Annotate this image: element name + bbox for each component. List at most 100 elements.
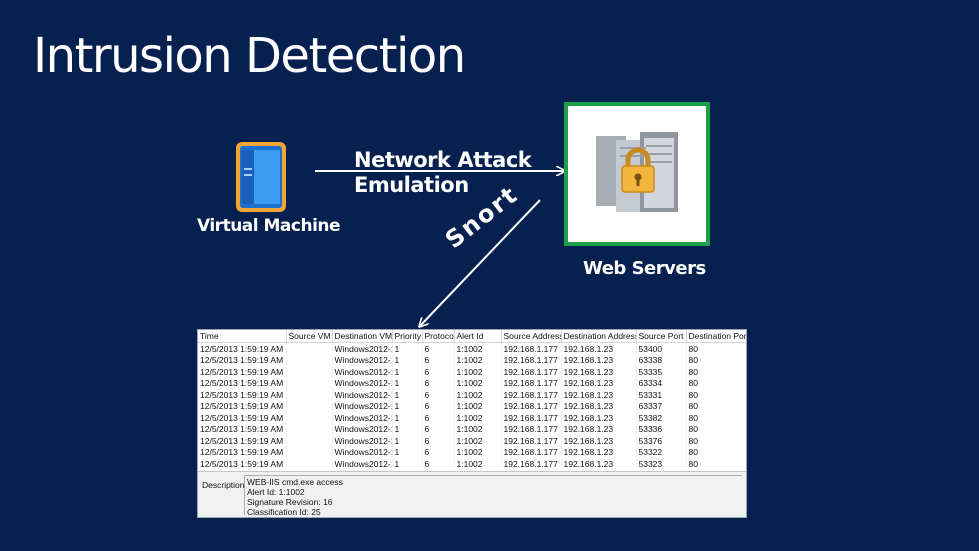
table-cell: Windows2012-1	[332, 400, 393, 412]
column-header[interactable]: Priority	[392, 330, 423, 343]
description-line: Alert Id: 1:1002	[247, 487, 305, 497]
table-cell	[286, 389, 333, 401]
web-servers-label: Web Servers	[583, 258, 706, 279]
table-cell	[286, 377, 333, 389]
table-cell: Windows2012-1	[332, 412, 393, 424]
table-cell: 192.168.1.23	[561, 446, 637, 458]
table-cell: 1:1002	[454, 389, 502, 401]
table-cell: 1:1002	[454, 342, 502, 355]
table-cell: Windows2012-1	[332, 366, 393, 378]
table-cell: 1:1002	[454, 354, 502, 366]
table-cell: 192.168.1.177	[501, 342, 562, 355]
table-cell: 192.168.1.23	[561, 400, 637, 412]
table-cell: 1:1002	[454, 400, 502, 412]
table-cell: 80	[686, 446, 746, 458]
server-tower-icon	[232, 140, 292, 215]
table-cell: 80	[686, 366, 746, 378]
table-cell	[286, 435, 333, 447]
table-cell: 12/5/2013 1:59:19 AM	[198, 423, 287, 435]
table-cell: 6	[422, 354, 455, 366]
table-cell: 80	[686, 377, 746, 389]
table-cell: 1	[392, 458, 423, 467]
table-cell: 192.168.1.177	[501, 458, 562, 467]
table-cell: 192.168.1.177	[501, 412, 562, 424]
table-cell: 12/5/2013 1:59:19 AM	[198, 458, 287, 467]
table-cell: 192.168.1.177	[501, 354, 562, 366]
page-title: Intrusion Detection	[33, 28, 466, 84]
description-textbox[interactable]: WEB-IIS cmd.exe access Alert Id: 1:1002 …	[244, 475, 742, 517]
description-line: Classification Id: 25	[247, 507, 321, 517]
attack-label: Network Attack Emulation	[354, 148, 532, 198]
table-cell: 192.168.1.23	[561, 389, 637, 401]
column-header[interactable]: Source Address	[501, 330, 562, 343]
column-header[interactable]: Time	[198, 330, 287, 343]
table-cell: 1:1002	[454, 377, 502, 389]
table-cell: 1	[392, 389, 423, 401]
table-cell: 12/5/2013 1:59:19 AM	[198, 435, 287, 447]
column-header[interactable]: Protocol	[422, 330, 455, 343]
table-cell: 53322	[636, 446, 687, 458]
table-cell: 192.168.1.23	[561, 435, 637, 447]
table-cell: 12/5/2013 1:59:19 AM	[198, 446, 287, 458]
table-cell: 1	[392, 377, 423, 389]
table-cell: 6	[422, 389, 455, 401]
table-cell: 53382	[636, 412, 687, 424]
table-cell: 1:1002	[454, 458, 502, 467]
table-cell: 63334	[636, 377, 687, 389]
table-cell: 80	[686, 458, 746, 467]
table-cell: 1	[392, 366, 423, 378]
description-line: Signature Revision: 16	[247, 497, 333, 507]
table-cell: 1:1002	[454, 435, 502, 447]
table-cell: 192.168.1.23	[561, 423, 637, 435]
table-cell: 80	[686, 400, 746, 412]
table-cell: Windows2012-1	[332, 377, 393, 389]
table-cell: 6	[422, 423, 455, 435]
description-label: Description:	[202, 480, 247, 490]
column-header[interactable]: Source VM	[286, 330, 333, 343]
web-servers-frame	[564, 102, 710, 246]
column-header[interactable]: Source Port	[636, 330, 687, 343]
table-cell	[286, 342, 333, 355]
column-header[interactable]: Destination VM	[332, 330, 393, 343]
table-cell: 192.168.1.177	[501, 366, 562, 378]
table-cell: 192.168.1.177	[501, 435, 562, 447]
table-cell: 80	[686, 354, 746, 366]
table-cell: 192.168.1.23	[561, 342, 637, 355]
column-header[interactable]: Destination Port	[686, 330, 746, 343]
column-header[interactable]: Alert Id	[454, 330, 502, 343]
column-header[interactable]: Destination Address	[561, 330, 637, 343]
vm-label: Virtual Machine	[197, 216, 341, 236]
table-cell: 12/5/2013 1:59:19 AM	[198, 400, 287, 412]
table-cell: 12/5/2013 1:59:19 AM	[198, 377, 287, 389]
table-cell: 53335	[636, 366, 687, 378]
table-cell: 80	[686, 435, 746, 447]
table-cell: 6	[422, 400, 455, 412]
table-cell: 80	[686, 389, 746, 401]
table-cell: 53323	[636, 458, 687, 467]
table-cell: Windows2012-1	[332, 342, 393, 355]
table-cell: 80	[686, 412, 746, 424]
table-cell: Windows2012-1	[332, 435, 393, 447]
table-cell: 12/5/2013 1:59:19 AM	[198, 342, 287, 355]
table-cell: 192.168.1.23	[561, 377, 637, 389]
table-cell: Windows2012-1	[332, 354, 393, 366]
table-cell: 1	[392, 342, 423, 355]
table-cell: 192.168.1.177	[501, 389, 562, 401]
table-cell	[286, 354, 333, 366]
table-cell	[286, 412, 333, 424]
